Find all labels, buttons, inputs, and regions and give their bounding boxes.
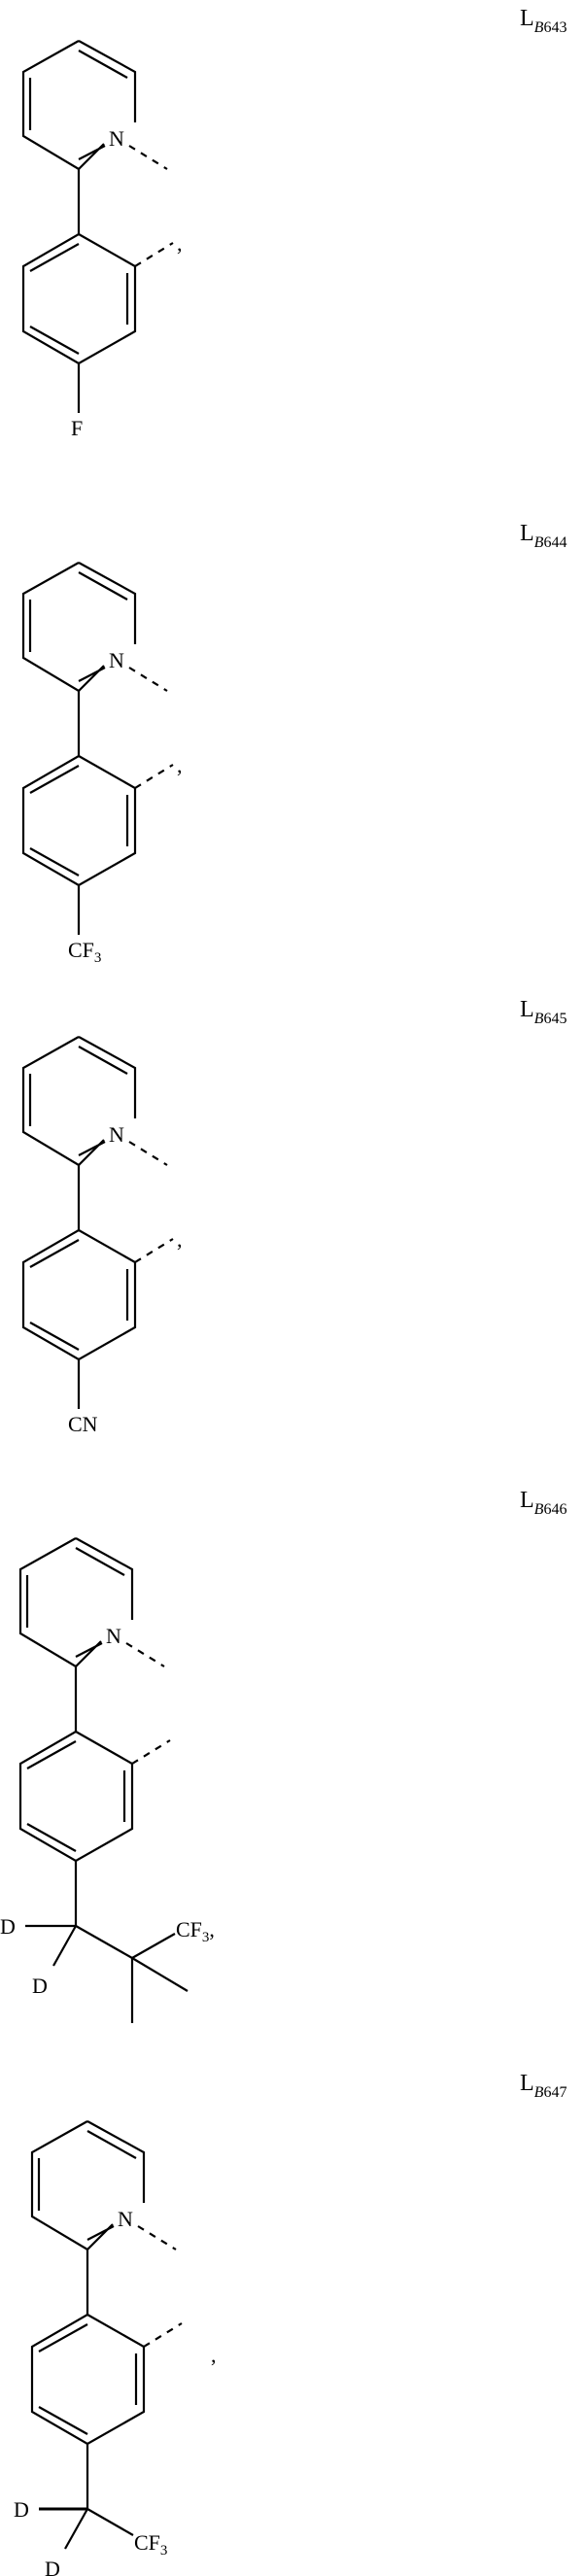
coordination-bond-dashed [137,2225,177,2250]
phenyl-ring [30,2313,146,2446]
cf3-subscript: 3 [94,950,102,966]
cf3-group: CF3 [134,2530,167,2559]
label-letter: L [520,1488,534,1513]
label-sub-number: 643 [543,19,567,36]
deuterium-atom: D [14,2497,29,2522]
compound-label-LB645: LB645 [520,997,567,1027]
label-sub-number: 645 [543,1011,567,1027]
cyano-group: CN [68,1412,98,1436]
coordination-bond-dashed [128,1141,168,1166]
metal-bond-dashed [134,242,174,267]
coordination-bond-dashed [125,1642,165,1667]
fluorine-atom: F [71,416,83,440]
compound-label-LB643: LB643 [520,6,567,36]
label-letter: L [520,2071,534,2096]
phenyl-ring [21,1228,137,1361]
cf3-main: CF [176,1917,202,1941]
structure-LB646: N D D CF3, [0,1537,215,2023]
deuterium-atom: D [0,1914,16,1939]
pyridine-ring: N [30,2120,146,2251]
neopentyl-cf3-substituent: D D CF3, [0,1861,215,2023]
nitrogen-atom: N [106,1624,121,1648]
metal-bond-dashed [143,2322,183,2348]
deuterium-atom: D [45,2557,60,2576]
phenyl-ring [18,1730,134,1863]
nitrogen-atom: N [118,2207,133,2231]
trailing-comma: , [209,1917,215,1941]
cf3-subscript: 3 [160,2543,168,2559]
label-sub-number: 646 [543,1501,567,1518]
nitrogen-atom: N [109,648,124,672]
structure-LB644: N , CF3 [21,562,183,966]
nitrogen-atom: N [109,126,124,151]
label-sub-letter: B [533,534,544,551]
structure-LB645: N , CN [21,1036,183,1436]
trailing-comma: , [177,753,183,777]
cf3-main: CF [134,2530,160,2555]
phenyl-ring [21,232,137,365]
metal-bond-dashed [131,1739,171,1765]
label-letter: L [520,997,534,1022]
metal-bond-dashed [134,764,174,789]
label-sub-letter: B [533,19,544,36]
metal-bond-dashed [134,1238,174,1263]
label-sub-letter: B [533,1011,544,1027]
structure-LB647: N , D D CF3 [14,2120,217,2576]
coordination-bond-dashed [128,145,168,170]
compound-label-LB644: LB644 [520,521,567,551]
label-sub-letter: B [533,2084,544,2101]
trailing-comma: , [211,2343,217,2367]
label-sub-number: 644 [543,534,567,551]
label-sub-number: 647 [543,2084,567,2101]
trailing-comma: , [177,231,183,256]
cf3-group: CF3 [68,938,101,966]
deuterium-atom: D [32,1974,48,1998]
label-letter: L [520,6,534,31]
pyridine-ring: N [18,1537,134,1668]
cf3-main: CF [68,938,94,962]
cd2-cf3-substituent: D D CF3 [14,2444,167,2576]
structure-LB643: N , F [21,40,183,440]
pyridine-ring: N [21,40,137,171]
phenyl-ring [21,754,137,887]
label-letter: L [520,521,534,546]
cf3-subscript: 3 [202,1930,210,1945]
label-sub-letter: B [533,1501,544,1518]
compound-label-LB647: LB647 [520,2071,567,2101]
compound-label-LB646: LB646 [520,1488,567,1518]
trailing-comma: , [177,1227,183,1252]
pyridine-ring: N [21,1036,137,1167]
nitrogen-atom: N [109,1122,124,1147]
pyridine-ring: N [21,562,137,693]
coordination-bond-dashed [128,667,168,692]
cf3-group: CF3, [176,1917,215,1945]
